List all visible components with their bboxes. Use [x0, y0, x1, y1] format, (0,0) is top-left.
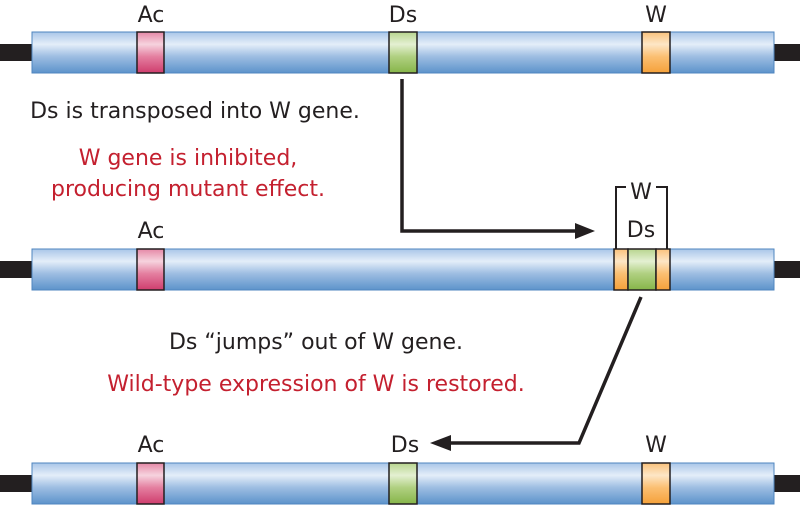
ds-label: Ds — [391, 433, 419, 458]
chromosome-middle: Ac W Ds — [0, 180, 800, 291]
transposition-arrow-into-w — [400, 79, 595, 239]
chromosome-stub-right — [774, 475, 800, 492]
ds-element-inserted — [627, 248, 657, 291]
ac-element — [136, 462, 165, 505]
chromosome-stub-left — [0, 475, 33, 492]
w-gene — [641, 31, 671, 74]
chromosome-bottom: Ac Ds W — [0, 433, 800, 505]
w-bracket-label: W — [630, 180, 652, 205]
step1-effect-line2: producing mutant effect. — [51, 177, 325, 202]
chromosome-top: Ac Ds W — [0, 3, 800, 74]
step1-effect-line1: W gene is inhibited, — [79, 146, 298, 171]
w-gene-bracket — [656, 186, 668, 249]
ac-label: Ac — [138, 3, 165, 28]
ac-label: Ac — [138, 219, 165, 244]
w-label: W — [645, 433, 667, 458]
chromosome-stub-left — [0, 44, 33, 61]
chromosome-stub-right — [774, 261, 800, 278]
w-label: W — [645, 3, 667, 28]
transposition-arrow-out-of-w — [430, 296, 643, 451]
w-gene-part-left — [613, 248, 629, 291]
step2-effect: Wild-type expression of W is restored. — [107, 372, 524, 397]
ds-element — [388, 31, 418, 74]
w-gene-part-right — [655, 248, 671, 291]
w-gene-bracket — [615, 186, 626, 249]
ds-label: Ds — [627, 218, 655, 243]
ac-element — [136, 31, 165, 74]
ds-element — [388, 462, 418, 505]
ds-label: Ds — [389, 3, 417, 28]
arrowhead-icon — [430, 435, 451, 451]
arrowhead-icon — [575, 223, 595, 239]
step2-caption: Ds “jumps” out of W gene. — [169, 330, 463, 355]
step1-caption: Ds is transposed into W gene. — [30, 99, 360, 124]
chromosome-stub-left — [0, 261, 33, 278]
w-gene — [641, 462, 671, 505]
chromosome-stub-right — [774, 44, 800, 61]
ac-element — [136, 248, 165, 291]
ac-label: Ac — [138, 433, 165, 458]
